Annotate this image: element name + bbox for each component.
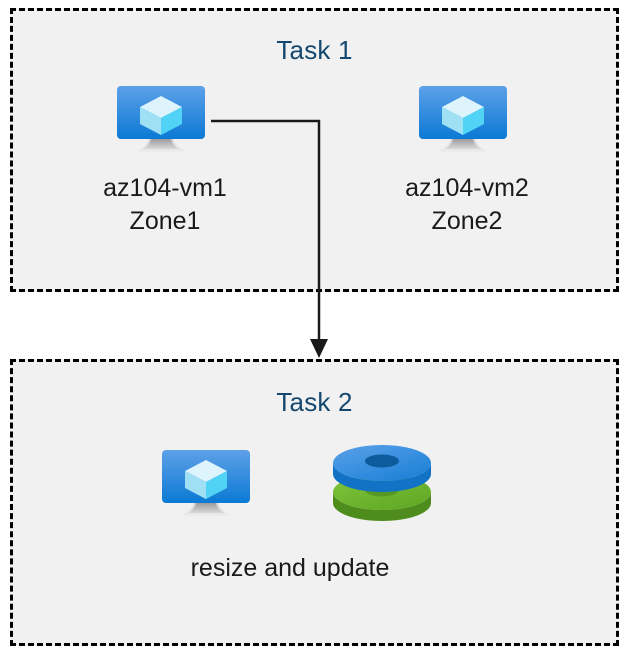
task-1-title: Task 1 xyxy=(276,35,353,65)
azure-managed-disks-icon xyxy=(330,440,434,526)
task-2-caption: resize and update xyxy=(190,554,390,582)
task-2-title: Task 2 xyxy=(276,387,353,417)
task-2-container: Task 2 xyxy=(10,359,619,646)
vm2-label: az104-vm2 Zone2 xyxy=(405,174,529,235)
azure-virtual-machine-icon xyxy=(110,83,212,161)
vm1-label: az104-vm1 Zone1 xyxy=(103,174,227,235)
task-1-container: Task 1 xyxy=(10,8,619,292)
azure-virtual-machine-icon xyxy=(412,83,514,161)
azure-virtual-machine-icon xyxy=(155,447,257,525)
